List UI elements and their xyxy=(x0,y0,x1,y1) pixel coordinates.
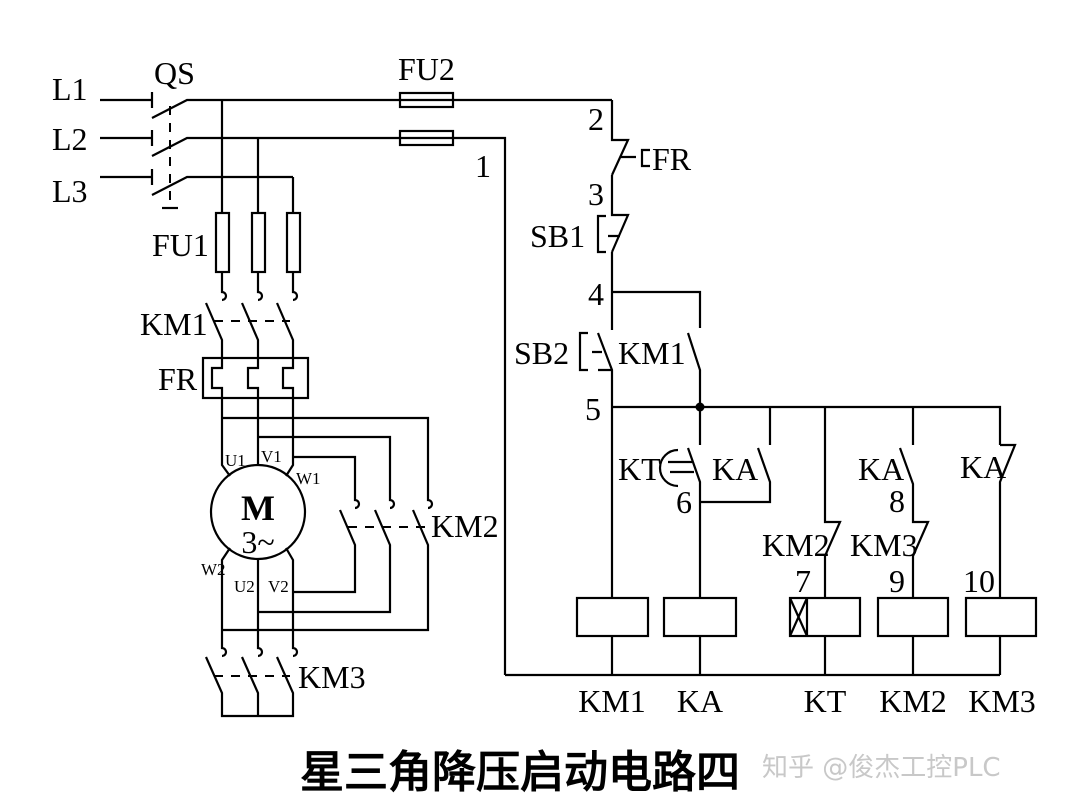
km2-feed-wires xyxy=(222,416,430,497)
label-km1-hold: KM1 xyxy=(618,335,686,371)
kt-delay-marker xyxy=(788,597,809,637)
node-1: 1 xyxy=(475,148,491,184)
ka-nc-contact-km3 xyxy=(998,443,1017,598)
power-circuit: L1 L2 L3 QS FU2 FU1 KM1 FR M 3~ U1 V1 W1… xyxy=(52,51,612,718)
fu1-fuse-1 xyxy=(214,211,231,274)
fu1-fuse-3 xyxy=(285,211,302,274)
coil-km3 xyxy=(964,596,1038,638)
label-km3-interlock: KM3 xyxy=(850,527,918,563)
coil-label-ka: KA xyxy=(677,683,723,719)
label-v1: V1 xyxy=(261,447,282,466)
w2-wire xyxy=(220,547,231,640)
label-fr-main: FR xyxy=(158,361,198,397)
coil-km1 xyxy=(575,596,650,638)
fu1-fuse-2 xyxy=(250,211,267,274)
kt-delay-contact xyxy=(658,447,702,598)
coil-label-km1: KM1 xyxy=(578,683,646,719)
w1-wire xyxy=(285,398,295,477)
label-km2-main: KM2 xyxy=(431,508,499,544)
line-l1-wire xyxy=(100,92,612,119)
control-circuit: 1 2 3 4 5 6 7 8 9 10 FR SB1 SB2 KM1 KT K… xyxy=(475,100,1038,719)
label-kt-contact: KT xyxy=(618,451,661,487)
junction-dot xyxy=(695,402,705,412)
node-9: 9 xyxy=(889,563,905,599)
sb2-start-button xyxy=(578,331,614,598)
label-motor: M xyxy=(241,488,275,528)
label-l3: L3 xyxy=(52,173,88,209)
label-km1-main: KM1 xyxy=(140,306,208,342)
km2-nc-interlock xyxy=(823,407,842,598)
coil-kt xyxy=(788,596,862,638)
label-fu2: FU2 xyxy=(398,51,455,87)
node-10: 10 xyxy=(963,563,995,599)
label-ka-hold: KA xyxy=(712,451,758,487)
coil-ka xyxy=(662,596,738,638)
sb1-stop-button xyxy=(596,175,630,254)
label-qs: QS xyxy=(154,55,195,91)
fu2-fuse-1 xyxy=(398,91,455,109)
diagram-title: 星三角降压启动电路四 xyxy=(300,747,740,798)
ka-hold-contact xyxy=(700,407,772,504)
coil-label-kt: KT xyxy=(804,683,847,719)
label-sb2: SB2 xyxy=(514,335,569,371)
label-w1: W1 xyxy=(296,469,321,488)
return-bus xyxy=(505,636,1002,677)
label-fr-contact: FR xyxy=(652,141,692,177)
coil-label-km3: KM3 xyxy=(968,683,1036,719)
km1-main-contacts xyxy=(204,272,299,358)
node-4: 4 xyxy=(588,276,604,312)
line-l2-wire xyxy=(100,130,507,675)
label-u2: U2 xyxy=(234,577,255,596)
v2-wire xyxy=(285,547,295,640)
fu2-fuse-2 xyxy=(398,129,455,147)
line-l3-wire xyxy=(100,169,293,196)
label-l2: L2 xyxy=(52,121,88,157)
km3-main-contacts xyxy=(204,640,299,718)
node-5: 5 xyxy=(585,391,601,427)
label-fu1: FU1 xyxy=(152,227,209,263)
label-l1: L1 xyxy=(52,71,88,107)
label-ka-km2: KA xyxy=(858,451,904,487)
label-ka-km3: KA xyxy=(960,449,1006,485)
label-motor-phase: 3~ xyxy=(241,524,274,560)
phase-wires xyxy=(220,100,295,213)
label-v2: V2 xyxy=(268,577,289,596)
km1-hold-contact xyxy=(612,290,702,445)
label-w2: W2 xyxy=(201,560,226,579)
coil-label-km2: KM2 xyxy=(879,683,947,719)
label-km2-interlock: KM2 xyxy=(762,527,830,563)
km2-main-contacts xyxy=(222,497,434,632)
label-sb1: SB1 xyxy=(530,218,585,254)
watermark: 知乎 @俊杰工控PLC xyxy=(762,753,1001,783)
node-8: 8 xyxy=(889,483,905,519)
label-km3-main: KM3 xyxy=(298,659,366,695)
node-6: 6 xyxy=(676,484,692,520)
ka-no-contact-km2 xyxy=(898,407,930,598)
fr-nc-contact xyxy=(610,100,630,176)
coil-km2 xyxy=(876,596,950,638)
node-2: 2 xyxy=(588,101,604,137)
fr-contact-actuator xyxy=(620,148,650,168)
node-3: 3 xyxy=(588,176,604,212)
label-u1: U1 xyxy=(225,451,246,470)
fr-overload-heaters xyxy=(201,356,310,400)
node-7: 7 xyxy=(795,563,811,599)
node5-bus xyxy=(612,405,1002,445)
u1-wire xyxy=(220,398,231,477)
